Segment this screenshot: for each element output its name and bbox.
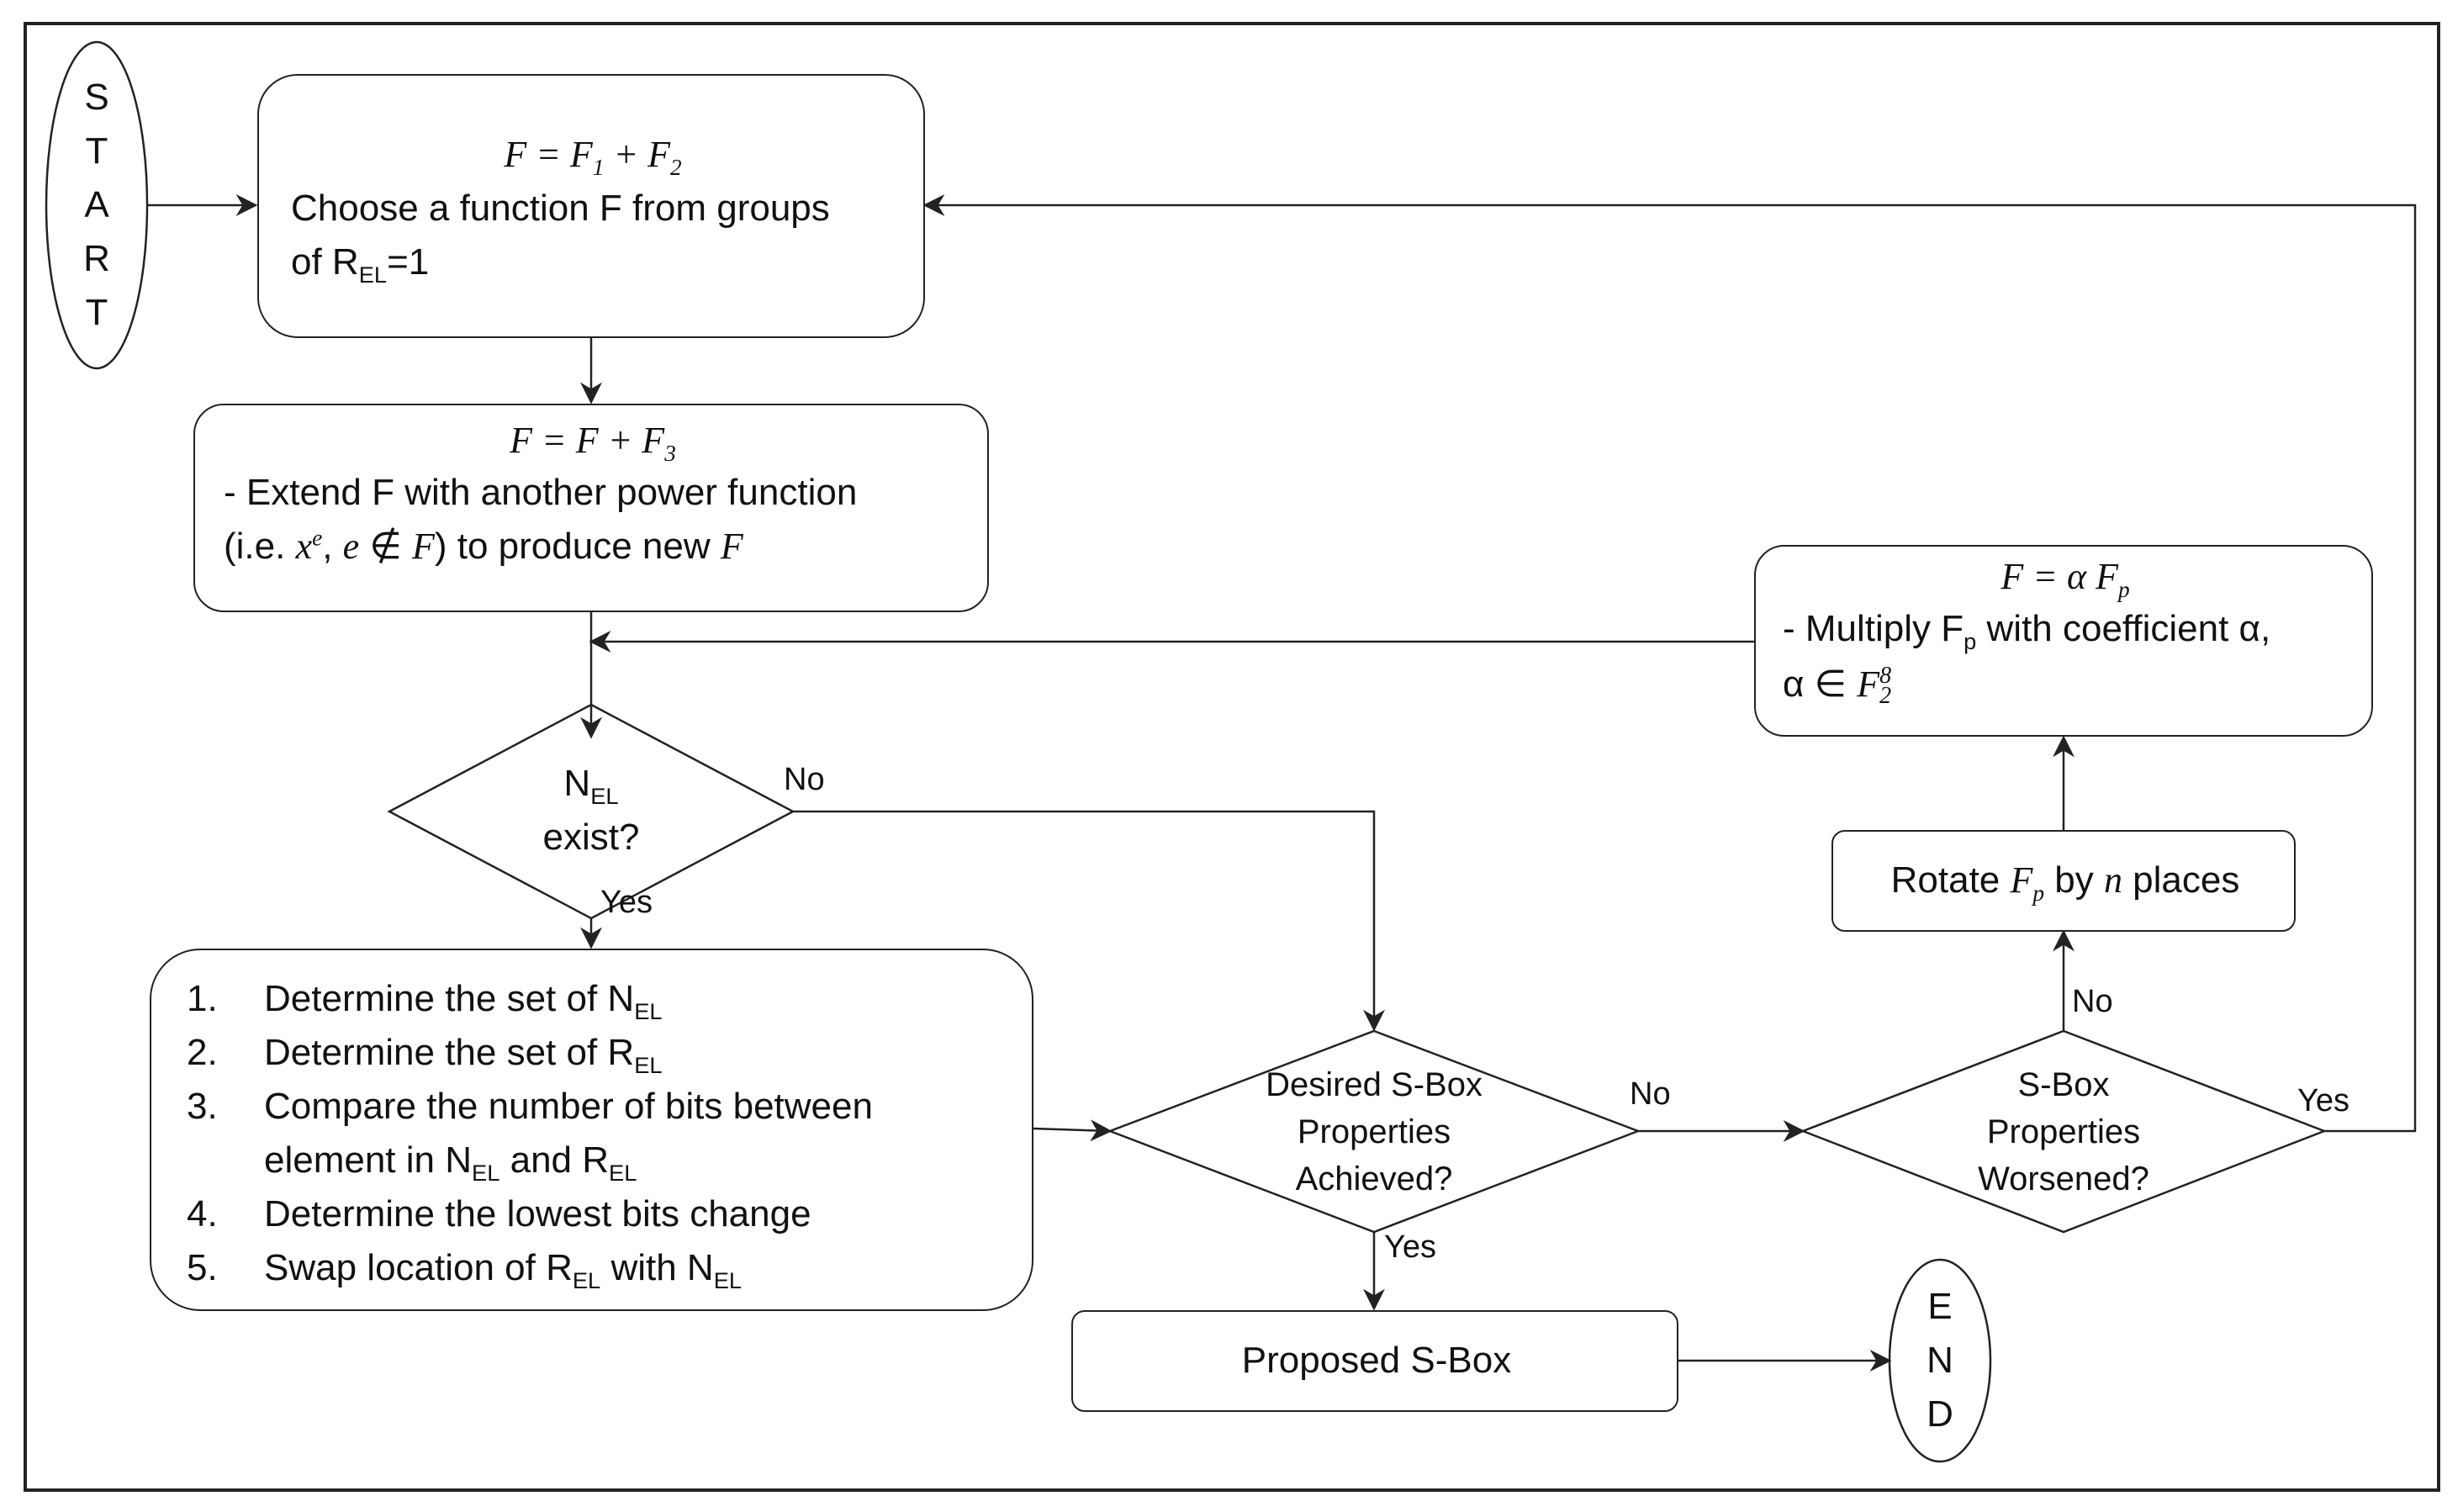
multiply-formula: F = α Fp <box>2001 556 2130 602</box>
start-letter: T <box>85 130 108 172</box>
decision-worsened-shape <box>1800 1029 2328 1234</box>
extend-formula: F = F + F3 <box>510 420 676 466</box>
end-letter: E <box>1927 1286 1953 1327</box>
start-letter: S <box>84 77 109 118</box>
edge-label-desired-yes: Yes <box>1384 1229 1436 1265</box>
start-letter: R <box>83 238 110 279</box>
start-letter: T <box>85 292 108 333</box>
rotate-box: Rotate Fp by n places <box>1831 830 2296 932</box>
edge-steps-to-desired <box>1033 1119 1113 1142</box>
choose-function-box: F = F1 + F2 Choose a function F from gro… <box>257 74 925 338</box>
choose-formula: F = F1 + F2 <box>504 134 682 180</box>
decision-nel-line1: NEL <box>563 763 619 809</box>
choose-line2: of REL=1 <box>291 241 430 288</box>
decision-desired-line: Achieved? <box>1295 1160 1453 1197</box>
decision-desired-line: Properties <box>1297 1113 1451 1150</box>
proposed-sbox-label: Proposed S-Box <box>1241 1340 1512 1381</box>
edge-worsened-yes-loop <box>922 194 2417 1133</box>
steps-box: 1. Determine the set of NEL 2. Determine… <box>150 949 1033 1311</box>
rotate-label: Rotate Fp by n places <box>1890 859 2240 906</box>
start-letter: A <box>84 184 109 225</box>
step-number: 3. <box>187 1086 218 1127</box>
step-number: 2. <box>187 1032 218 1073</box>
step-text: Determine the lowest bits change <box>264 1193 811 1234</box>
choose-line1: Choose a function F from groups <box>291 188 830 229</box>
decision-worsened-line: Properties <box>1986 1113 2141 1150</box>
edge-label-worsened-no: No <box>2072 984 2113 1019</box>
decision-desired-line: Desired S-Box <box>1266 1066 1483 1103</box>
step-number: 1. <box>187 978 218 1019</box>
end-letter: D <box>1927 1393 1953 1435</box>
extend-line2: (i.e. xe, e ∉ F) to produce new F <box>224 525 743 567</box>
edge-label-nel-yes: Yes <box>600 885 653 920</box>
decision-nel-line2: exist? <box>542 817 640 858</box>
step-number: 4. <box>187 1193 218 1234</box>
step-text: Compare the number of bits between <box>264 1086 873 1127</box>
step-number: 5. <box>187 1247 218 1288</box>
end-letter: N <box>1927 1340 1953 1381</box>
decision-worsened-line: Worsened? <box>1978 1160 2149 1197</box>
edge-nel-no <box>793 810 1385 1032</box>
proposed-sbox-box: Proposed S-Box <box>1071 1310 1678 1412</box>
end-label: E N D <box>1923 1280 1957 1441</box>
extend-line1: - Extend F with another power function <box>224 472 858 513</box>
step-text: Swap location of REL with NEL <box>264 1247 743 1293</box>
start-label: S T A R T <box>80 71 114 340</box>
diagram-frame <box>24 22 2440 1492</box>
step-text: Determine the set of NEL <box>264 978 663 1024</box>
extend-function-box: F = F + F3 - Extend F with another power… <box>193 404 989 612</box>
edge-label-nel-no: No <box>784 762 825 797</box>
edge-label-desired-no: No <box>1630 1076 1671 1112</box>
step-text: element in NEL and REL <box>264 1139 637 1186</box>
edge-label-worsened-yes: Yes <box>2297 1083 2349 1118</box>
decision-worsened-line: S-Box <box>2017 1066 2110 1103</box>
multiply-coefficient-box: F = α Fp - Multiply Fp with coefficient … <box>1754 545 2373 737</box>
step-text: Determine the set of REL <box>264 1032 663 1078</box>
multiply-line1: - Multiply Fp with coefficient α, <box>1783 608 2271 654</box>
